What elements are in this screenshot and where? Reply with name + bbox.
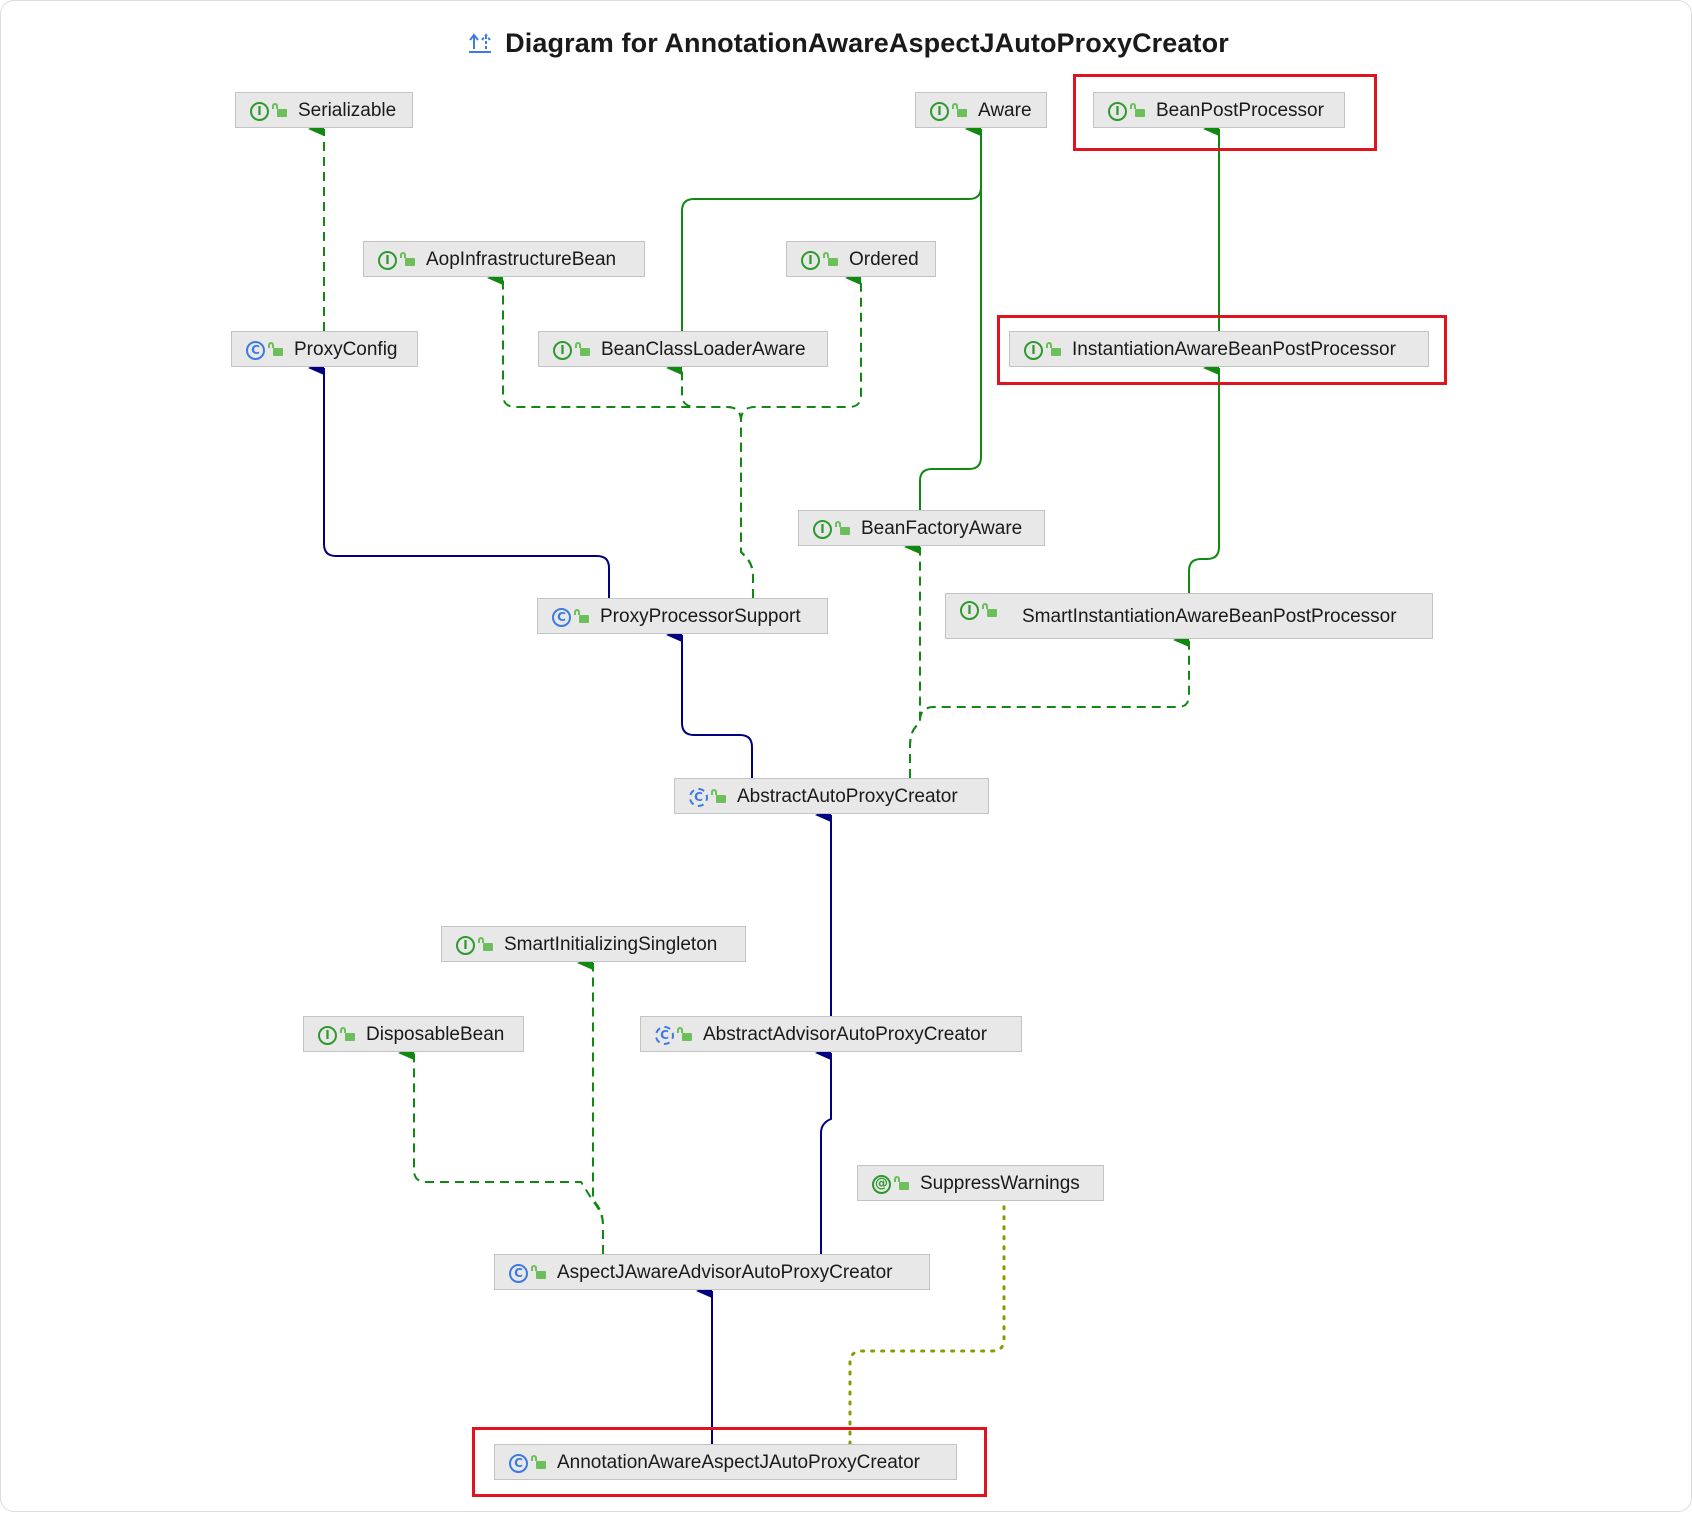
node-aspectj-aware-advisor-auto-proxy-creator[interactable]: C AspectJAwareAdvisorAutoProxyCreator [494, 1254, 930, 1290]
annotation-icon: @ [872, 1175, 891, 1194]
node-smart-initializing-singleton[interactable]: I SmartInitializingSingleton [441, 926, 746, 962]
edge-annotation-aware-aspectj-auto-proxy-creator-to-suppress-warnings [848, 1200, 1006, 1446]
interface-icon: I [1024, 341, 1043, 360]
node-label: Aware [978, 100, 1032, 121]
node-label: Serializable [298, 100, 397, 121]
public-visibility-icon [531, 1455, 546, 1469]
edge-bean-factory-aware-to-aware [919, 122, 982, 510]
node-bean-class-loader-aware[interactable]: I BeanClassLoaderAware [538, 331, 828, 367]
abstract-class-icon: C [655, 1026, 674, 1045]
hierarchy-icon [469, 33, 492, 53]
edge-aspectj-aware-advisor-auto-proxy-creator-to-disposable-bean [398, 1046, 604, 1254]
interface-icon: I [318, 1026, 337, 1045]
node-label: ProxyConfig [294, 339, 398, 360]
node-label: AbstractAdvisorAutoProxyCreator [703, 1024, 988, 1045]
diagram-title: Diagram for AnnotationAwareAspectJAutoPr… [505, 27, 1229, 58]
class-icon: C [246, 341, 265, 360]
public-visibility-icon [272, 103, 287, 117]
interface-icon: I [801, 251, 820, 270]
node-label: BeanPostProcessor [1156, 100, 1324, 121]
node-smart-instantiation-aware-bean-post-processor[interactable]: I SmartInstantiationAwareBeanPostProcesso… [945, 593, 1433, 639]
interface-icon: I [250, 102, 269, 121]
edge-bean-class-loader-aware-to-aware [681, 122, 982, 331]
public-visibility-icon [478, 937, 493, 951]
edge-proxy-processor-support-to-ordered [740, 271, 862, 598]
public-visibility-icon [1046, 342, 1061, 356]
edge-abstract-auto-proxy-creator-to-smart-instantiation-aware-bean-post-processor [909, 633, 1190, 778]
node-label: AopInfrastructureBean [426, 249, 617, 270]
public-visibility-icon [1130, 103, 1145, 117]
public-visibility-icon [531, 1265, 546, 1279]
interface-icon: I [930, 102, 949, 121]
public-visibility-icon [952, 103, 967, 117]
public-visibility-icon [268, 342, 283, 356]
interface-icon: I [456, 936, 475, 955]
edge-smart-instantiation-aware-bean-post-processor-to-instantiation-aware-bean-post-processor [1188, 361, 1220, 593]
class-icon: C [509, 1454, 528, 1473]
public-visibility-icon [340, 1027, 355, 1041]
node-bean-factory-aware[interactable]: I BeanFactoryAware [798, 510, 1045, 546]
node-label: BeanClassLoaderAware [601, 339, 806, 360]
node-aware[interactable]: I Aware [915, 92, 1047, 128]
node-suppress-warnings[interactable]: @ SuppressWarnings [857, 1165, 1104, 1201]
interface-icon: I [553, 341, 572, 360]
node-label: AbstractAutoProxyCreator [737, 786, 958, 807]
node-annotation-aware-aspectj-auto-proxy-creator[interactable]: C AnnotationAwareAspectJAutoProxyCreator [494, 1444, 957, 1480]
node-label: SmartInitializingSingleton [504, 934, 718, 955]
public-visibility-icon [711, 789, 726, 803]
interface-icon: I [1108, 102, 1127, 121]
interface-icon: I [960, 601, 979, 620]
node-label: SmartInstantiationAwareBeanPostProcessor [1022, 606, 1397, 627]
edge-abstract-auto-proxy-creator-to-proxy-processor-support [666, 628, 753, 778]
edge-proxy-processor-support-to-aop-infrastructure-bean [487, 271, 754, 598]
public-visibility-icon [400, 252, 415, 266]
public-visibility-icon [574, 609, 589, 623]
edge-abstract-auto-proxy-creator-to-bean-factory-aware [904, 540, 921, 778]
interface-icon: I [813, 520, 832, 539]
edge-proxy-processor-support-to-bean-class-loader-aware [666, 361, 754, 598]
public-visibility-icon [677, 1027, 692, 1041]
public-visibility-icon [982, 603, 997, 617]
public-visibility-icon [894, 1176, 909, 1190]
node-abstract-auto-proxy-creator[interactable]: C AbstractAutoProxyCreator [674, 778, 989, 814]
diagram-title-bar: Diagram for AnnotationAwareAspectJAutoPr… [1, 19, 1692, 67]
node-abstract-advisor-auto-proxy-creator[interactable]: C AbstractAdvisorAutoProxyCreator [640, 1016, 1022, 1052]
public-visibility-icon [835, 521, 850, 535]
node-bean-post-processor[interactable]: I BeanPostProcessor [1093, 92, 1345, 128]
node-proxy-config[interactable]: C ProxyConfig [231, 331, 418, 367]
node-label: AnnotationAwareAspectJAutoProxyCreator [557, 1452, 920, 1473]
abstract-class-icon: C [689, 788, 708, 807]
node-label: InstantiationAwareBeanPostProcessor [1072, 339, 1396, 360]
node-aop-infrastructure-bean[interactable]: I AopInfrastructureBean [363, 241, 645, 277]
node-disposable-bean[interactable]: I DisposableBean [303, 1016, 524, 1052]
node-instantiation-aware-bean-post-processor[interactable]: I InstantiationAwareBeanPostProcessor [1009, 331, 1429, 367]
class-icon: C [552, 608, 571, 627]
node-label: Ordered [849, 249, 919, 270]
node-proxy-processor-support[interactable]: C ProxyProcessorSupport [537, 598, 828, 634]
edge-proxy-processor-support-to-proxy-config [308, 361, 610, 598]
node-serializable[interactable]: I Serializable [235, 92, 413, 128]
node-label: BeanFactoryAware [861, 518, 1023, 539]
node-label: SuppressWarnings [920, 1173, 1080, 1194]
node-label: AspectJAwareAdvisorAutoProxyCreator [557, 1262, 893, 1283]
edge-aspectj-aware-advisor-auto-proxy-creator-to-abstract-advisor-auto-proxy-creator [815, 1046, 832, 1254]
edge-aspectj-aware-advisor-auto-proxy-creator-to-smart-initializing-singleton [577, 956, 604, 1254]
public-visibility-icon [823, 252, 838, 266]
node-label: DisposableBean [366, 1024, 505, 1045]
node-label: ProxyProcessorSupport [600, 606, 801, 627]
public-visibility-icon [575, 342, 590, 356]
node-ordered[interactable]: I Ordered [786, 241, 936, 277]
interface-icon: I [378, 251, 397, 270]
class-icon: C [509, 1264, 528, 1283]
